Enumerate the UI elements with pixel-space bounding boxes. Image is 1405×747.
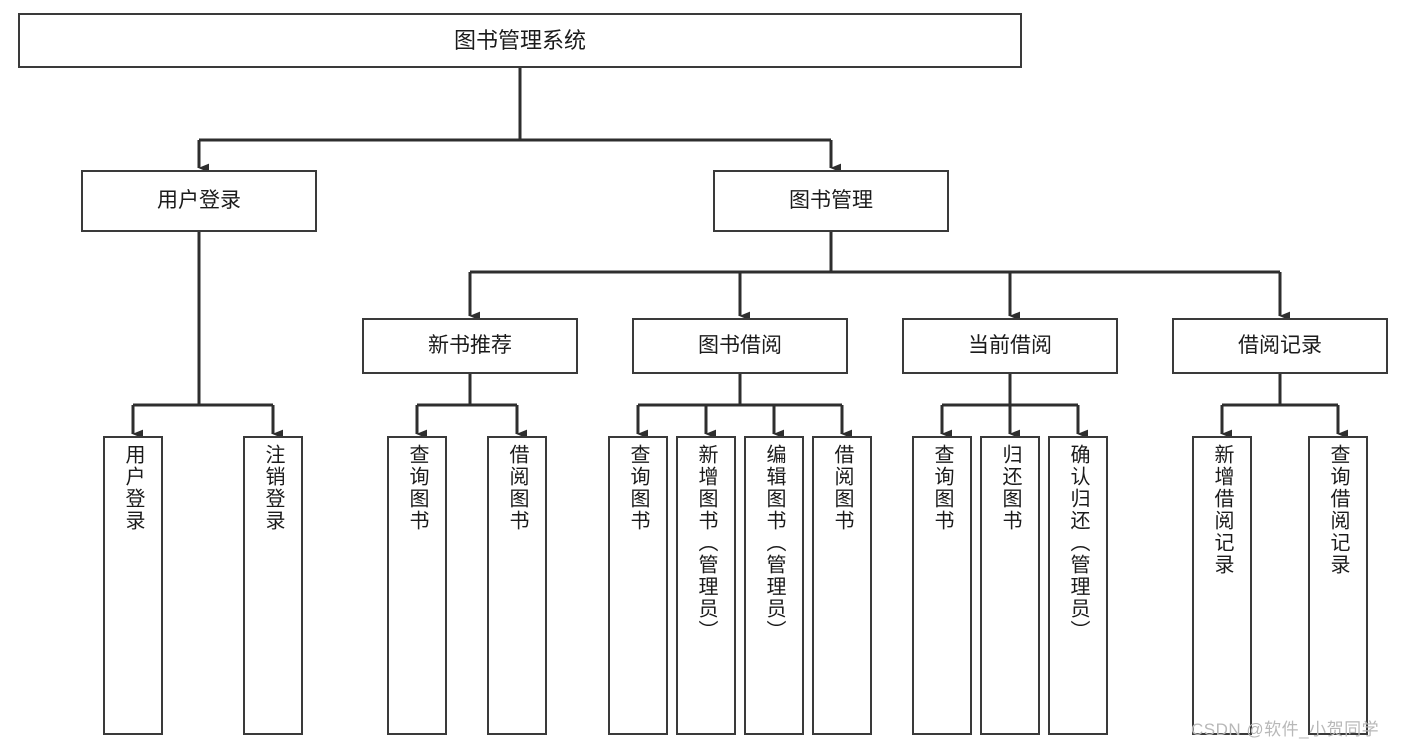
- node-leaf-user-login-label: 用户登录: [122, 444, 144, 532]
- node-leaf-add-book[interactable]: 新增图书（管理员）: [676, 436, 736, 735]
- node-leaf-confirm-return[interactable]: 确认归还（管理员）: [1048, 436, 1108, 735]
- node-leaf-query-book-1-label: 查询图书: [406, 444, 428, 532]
- node-leaf-query-borrow-record[interactable]: 查询借阅记录: [1308, 436, 1368, 735]
- node-book-borrow-label: 图书借阅: [698, 333, 782, 357]
- node-leaf-user-login[interactable]: 用户登录: [103, 436, 163, 735]
- node-leaf-return-book[interactable]: 归还图书: [980, 436, 1040, 735]
- node-leaf-add-book-label: 新增图书（管理员）: [695, 444, 717, 642]
- node-new-book-recommend-label: 新书推荐: [428, 333, 512, 357]
- node-leaf-query-book-1[interactable]: 查询图书: [387, 436, 447, 735]
- node-leaf-logout-login-label: 注销登录: [262, 444, 284, 532]
- node-user-login[interactable]: 用户登录: [81, 170, 317, 232]
- node-book-borrow[interactable]: 图书借阅: [632, 318, 848, 374]
- node-leaf-confirm-return-label: 确认归还（管理员）: [1067, 444, 1089, 642]
- node-leaf-borrow-book-2-label: 借阅图书: [831, 444, 853, 532]
- node-leaf-return-book-label: 归还图书: [999, 444, 1021, 532]
- node-book-management[interactable]: 图书管理: [713, 170, 949, 232]
- node-leaf-add-borrow-record[interactable]: 新增借阅记录: [1192, 436, 1252, 735]
- node-current-borrow-label: 当前借阅: [968, 333, 1052, 357]
- node-new-book-recommend[interactable]: 新书推荐: [362, 318, 578, 374]
- node-borrow-record-label: 借阅记录: [1238, 333, 1322, 357]
- node-leaf-logout-login[interactable]: 注销登录: [243, 436, 303, 735]
- node-leaf-query-borrow-record-label: 查询借阅记录: [1327, 444, 1349, 576]
- node-leaf-query-book-3[interactable]: 查询图书: [912, 436, 972, 735]
- node-borrow-record[interactable]: 借阅记录: [1172, 318, 1388, 374]
- node-book-management-label: 图书管理: [789, 188, 873, 212]
- node-leaf-query-book-3-label: 查询图书: [931, 444, 953, 532]
- node-root-book-management-system[interactable]: 图书管理系统: [18, 13, 1022, 68]
- node-user-login-label: 用户登录: [157, 188, 241, 212]
- node-leaf-edit-book[interactable]: 编辑图书（管理员）: [744, 436, 804, 735]
- node-leaf-borrow-book-1[interactable]: 借阅图书: [487, 436, 547, 735]
- node-leaf-borrow-book-1-label: 借阅图书: [506, 444, 528, 532]
- node-root-label: 图书管理系统: [453, 27, 586, 53]
- node-leaf-query-book-2-label: 查询图书: [627, 444, 649, 532]
- node-leaf-borrow-book-2[interactable]: 借阅图书: [812, 436, 872, 735]
- node-leaf-edit-book-label: 编辑图书（管理员）: [763, 444, 785, 642]
- node-leaf-add-borrow-record-label: 新增借阅记录: [1211, 444, 1233, 576]
- node-leaf-query-book-2[interactable]: 查询图书: [608, 436, 668, 735]
- node-current-borrow[interactable]: 当前借阅: [902, 318, 1118, 374]
